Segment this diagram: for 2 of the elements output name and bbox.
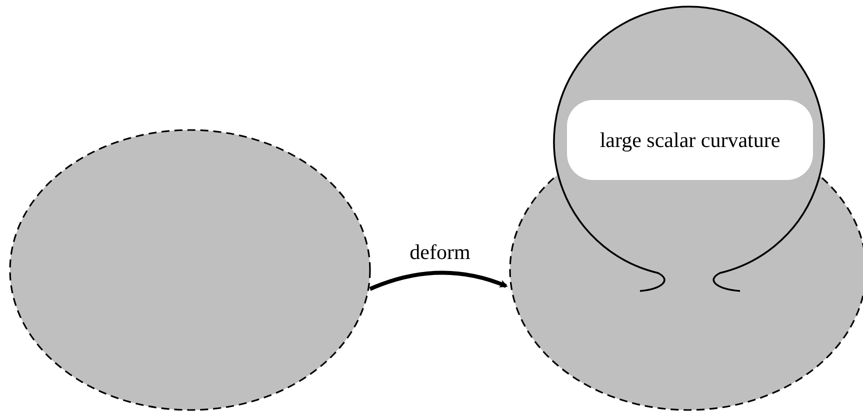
- curved-arrow: [369, 270, 508, 291]
- text-label: large scalar curvature: [567, 100, 813, 180]
